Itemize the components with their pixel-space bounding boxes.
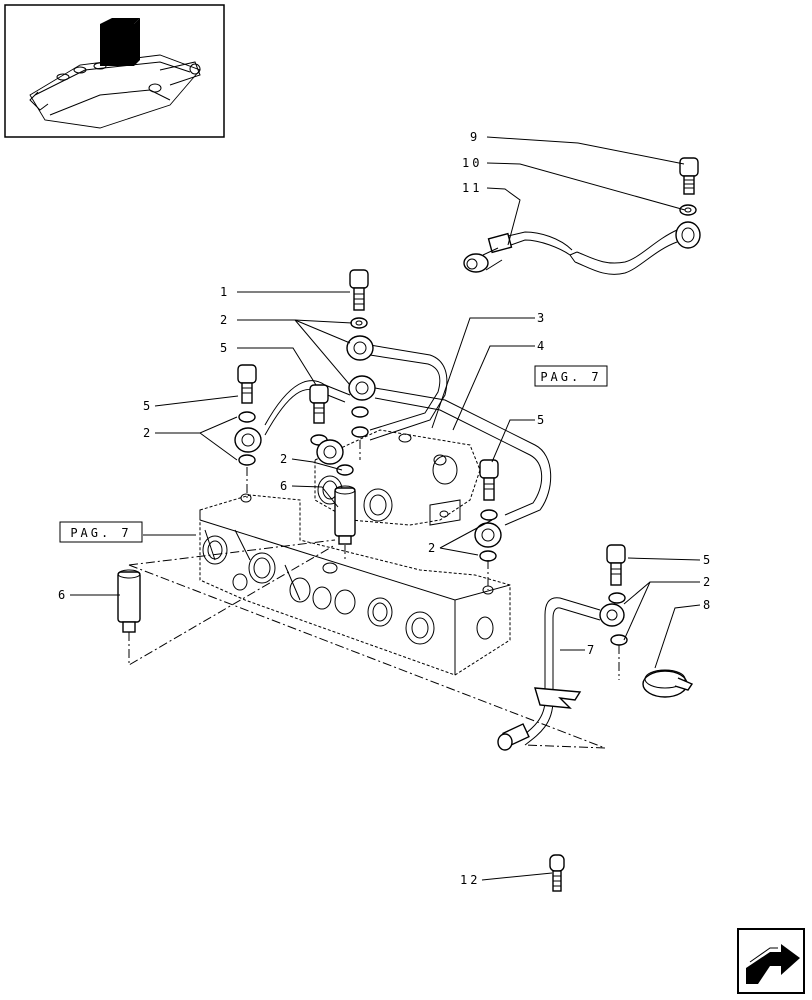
callout-2: 2	[428, 541, 438, 555]
page-ref-right[interactable]: PAG. 7	[534, 365, 608, 387]
callout-2: 2	[280, 452, 290, 466]
callout-3: 3	[537, 311, 547, 325]
callout-4: 4	[537, 339, 547, 353]
callout-5: 5	[703, 553, 713, 567]
pipe-assembly-11	[463, 157, 701, 275]
valve-block-lower	[199, 493, 511, 676]
leader-lines	[70, 136, 701, 881]
pipe-3-and-4	[264, 344, 552, 526]
callout-labels: 9 10 11 1 2 5 3 4 5 2 5 2 6 2 6 5 2 8 7 …	[58, 130, 713, 887]
callout-2: 2	[143, 426, 153, 440]
assembly-center-lines	[128, 440, 620, 749]
page-ref-left-label: PAG. 7	[70, 526, 131, 540]
callout-10: 10	[462, 156, 482, 170]
callout-6: 6	[280, 479, 290, 493]
callout-2: 2	[220, 313, 230, 327]
thumbnail-panel[interactable]	[4, 4, 225, 138]
page-ref-left[interactable]: PAG. 7	[59, 521, 143, 543]
callout-1: 1	[220, 285, 230, 299]
callout-8: 8	[703, 598, 713, 612]
callout-11: 11	[462, 181, 482, 195]
next-page-arrow-icon[interactable]	[737, 928, 805, 994]
hydraulic-lift-cover-thumbnail	[29, 18, 201, 129]
callout-5: 5	[537, 413, 547, 427]
valve-block-upper	[314, 429, 481, 526]
fittings	[117, 269, 694, 892]
callout-5: 5	[143, 399, 153, 413]
callout-12: 12	[460, 873, 480, 887]
callout-5: 5	[220, 341, 230, 355]
callout-7: 7	[587, 643, 597, 657]
page-ref-right-label: PAG. 7	[540, 370, 601, 384]
callout-6: 6	[58, 588, 68, 602]
callout-2: 2	[703, 575, 713, 589]
callout-9: 9	[470, 130, 480, 144]
